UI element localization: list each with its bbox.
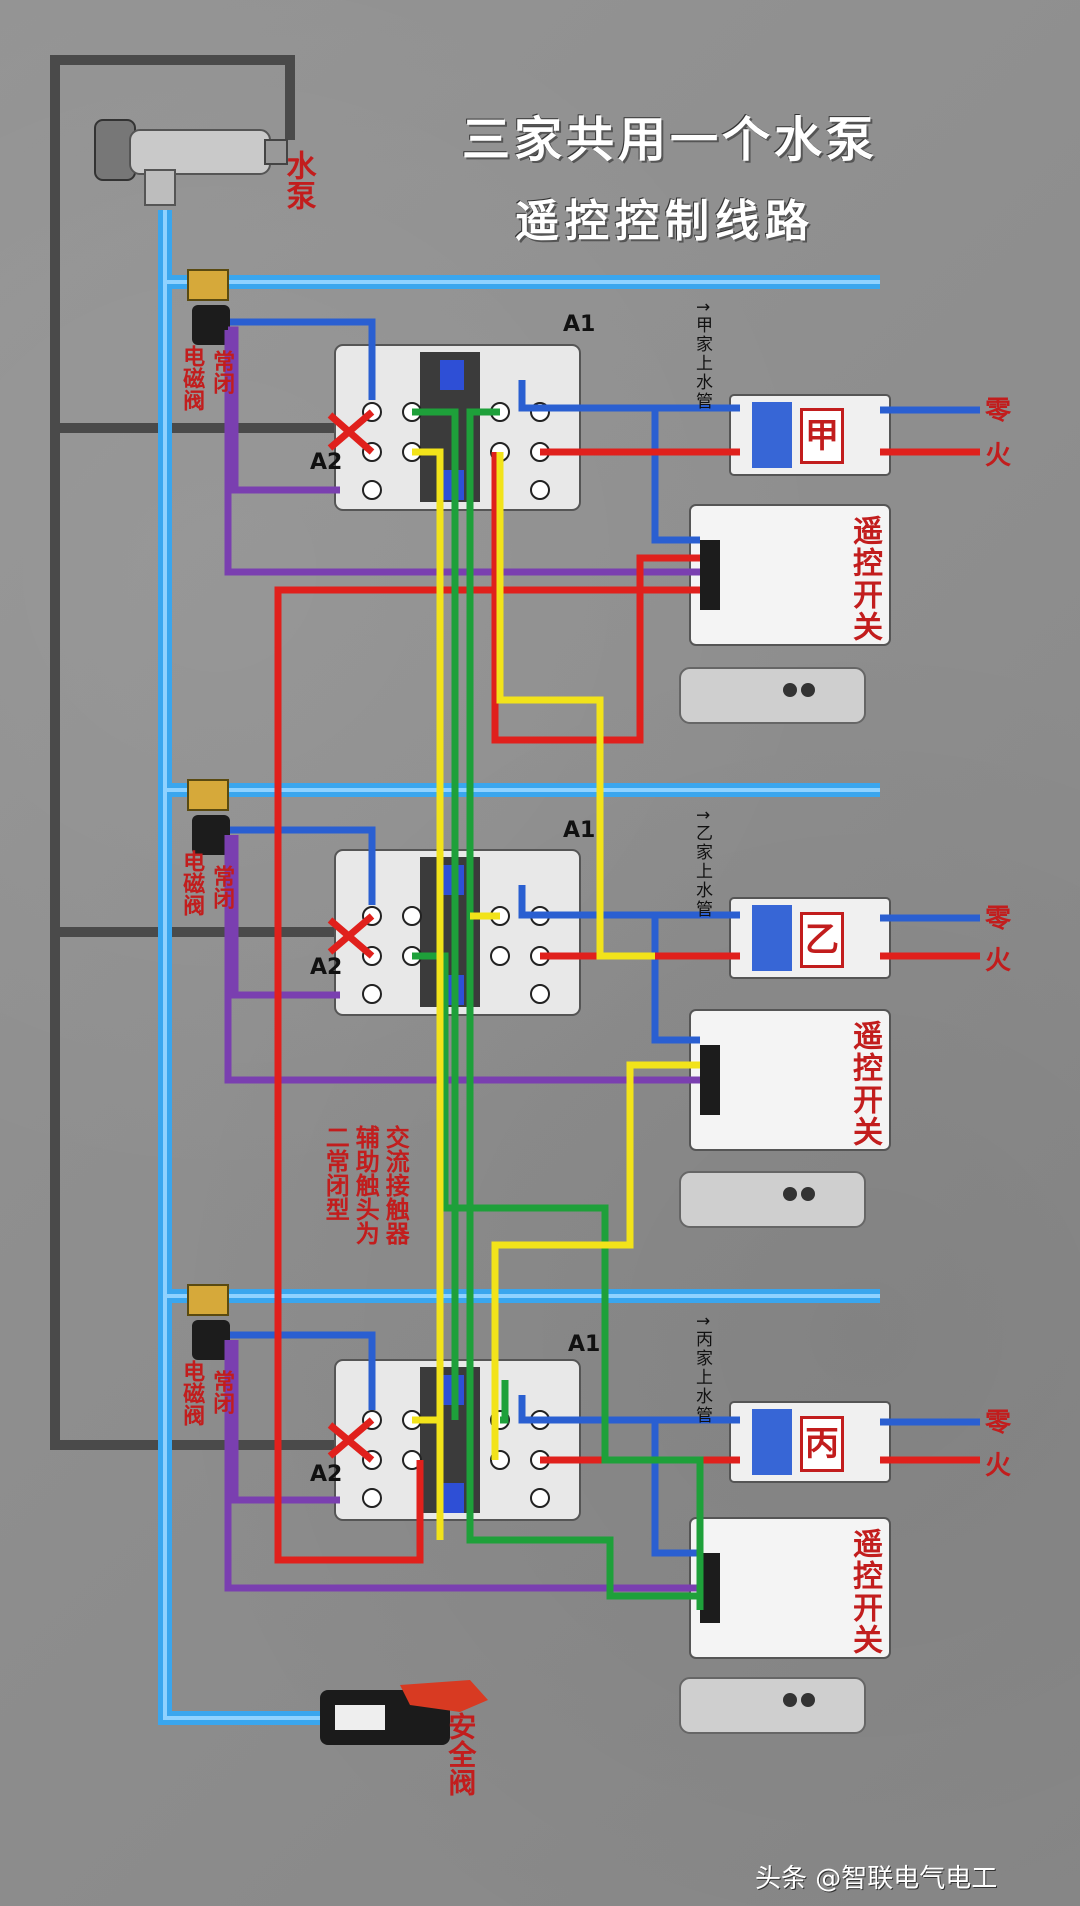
valve1-label-top: 常闭 <box>209 350 236 394</box>
valve2-label-top: 常闭 <box>209 865 236 909</box>
a2-label-2: A2 <box>310 955 343 980</box>
remote-switch-label-1: 遥控开关 <box>847 515 882 643</box>
neutral-label-1: 零 <box>985 396 1012 426</box>
pipe-label-bing: ↑丙家上水管 <box>692 1314 712 1426</box>
gray-control-wire <box>50 55 335 1450</box>
live-label-1: 火 <box>985 441 1012 471</box>
note-col3: 二常闭型 <box>321 1125 351 1221</box>
a1-label-1: A1 <box>563 312 596 337</box>
live-label-2: 火 <box>985 946 1012 976</box>
remote-control-icons <box>679 667 866 1734</box>
diagram-title-line2: 遥控控制线路 <box>515 196 815 247</box>
a2-label-1: A2 <box>310 450 343 475</box>
neutral-label-2: 零 <box>985 904 1012 934</box>
safety-valve-icon <box>320 1680 488 1745</box>
footer-watermark: 头条 @智联电气电工 <box>755 1864 998 1894</box>
note-col1: 交流接触器 <box>381 1125 411 1245</box>
safety-valve-label: 安全阀 <box>444 1712 478 1796</box>
yellow-wires <box>412 448 700 1540</box>
green-wires <box>412 408 704 1610</box>
breaker-id-bing: 丙 <box>800 1416 844 1472</box>
valve2-label-bottom: 电磁阀 <box>179 850 206 916</box>
a1-label-2: A1 <box>563 818 596 843</box>
remote-switch-label-3: 遥控开关 <box>847 1528 882 1656</box>
purple-wires <box>224 326 700 1592</box>
breaker-id-jia: 甲 <box>800 408 844 464</box>
pipe-label-jia: ↑甲家上水管 <box>692 300 712 412</box>
breaker-id-yi: 乙 <box>800 912 844 968</box>
pump-label: 水泵 <box>280 150 316 210</box>
valve3-label-bottom: 电磁阀 <box>179 1360 206 1426</box>
note-col2: 辅助触头为 <box>351 1125 381 1245</box>
pump-icon <box>94 119 288 206</box>
a2-label-3: A2 <box>310 1462 343 1487</box>
neutral-label-3: 零 <box>985 1408 1012 1438</box>
remote-module-icons <box>689 504 891 1659</box>
diagram-title-line1: 三家共用一个水泵 <box>461 112 878 168</box>
valve1-label-bottom: 电磁阀 <box>179 345 206 411</box>
pipe-label-yi: ↑乙家上水管 <box>692 808 712 920</box>
a1-label-3: A1 <box>568 1332 601 1357</box>
valve3-label-top: 常闭 <box>209 1370 236 1414</box>
remote-switch-label-2: 遥控开关 <box>847 1020 882 1148</box>
live-label-3: 火 <box>985 1451 1012 1481</box>
solenoid-valve-icons <box>187 269 230 1360</box>
